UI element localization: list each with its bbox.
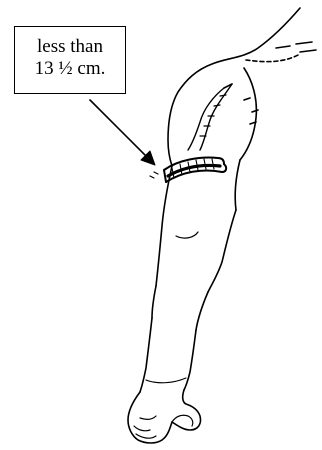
- hand-palm: [128, 392, 162, 443]
- tape-ticks-upper: [200, 95, 226, 136]
- elbow-point: [152, 286, 156, 318]
- wrist-line: [146, 378, 186, 383]
- tape-band-left: [164, 170, 166, 182]
- upper-arm-outer: [156, 166, 172, 286]
- finger-curl-3: [140, 416, 156, 419]
- callout-text-line-2: 13 ½ cm.: [15, 58, 125, 80]
- armpit-line: [235, 160, 240, 210]
- finger-curl-1: [134, 426, 150, 431]
- back-edge: [246, 54, 300, 62]
- inner-elbow: [196, 292, 208, 330]
- tape-upper-loop: [188, 88, 224, 150]
- back-edge-2: [276, 42, 316, 52]
- elbow-crease: [176, 232, 198, 238]
- tape-upper-loop-inner: [200, 84, 232, 150]
- shoulder-outline: [168, 8, 300, 166]
- torso-contour: [240, 68, 256, 160]
- thumb: [172, 415, 188, 422]
- callout-arrow-line: [90, 100, 150, 160]
- shading-marks: [150, 172, 158, 178]
- upper-arm-inner: [208, 210, 236, 292]
- finger-detail: [188, 416, 193, 426]
- finger-curl-2: [136, 434, 156, 438]
- callout-box: less than 13 ½ cm.: [14, 26, 126, 94]
- forearm-inner: [184, 330, 196, 390]
- callout-text-line-1: less than: [15, 36, 125, 58]
